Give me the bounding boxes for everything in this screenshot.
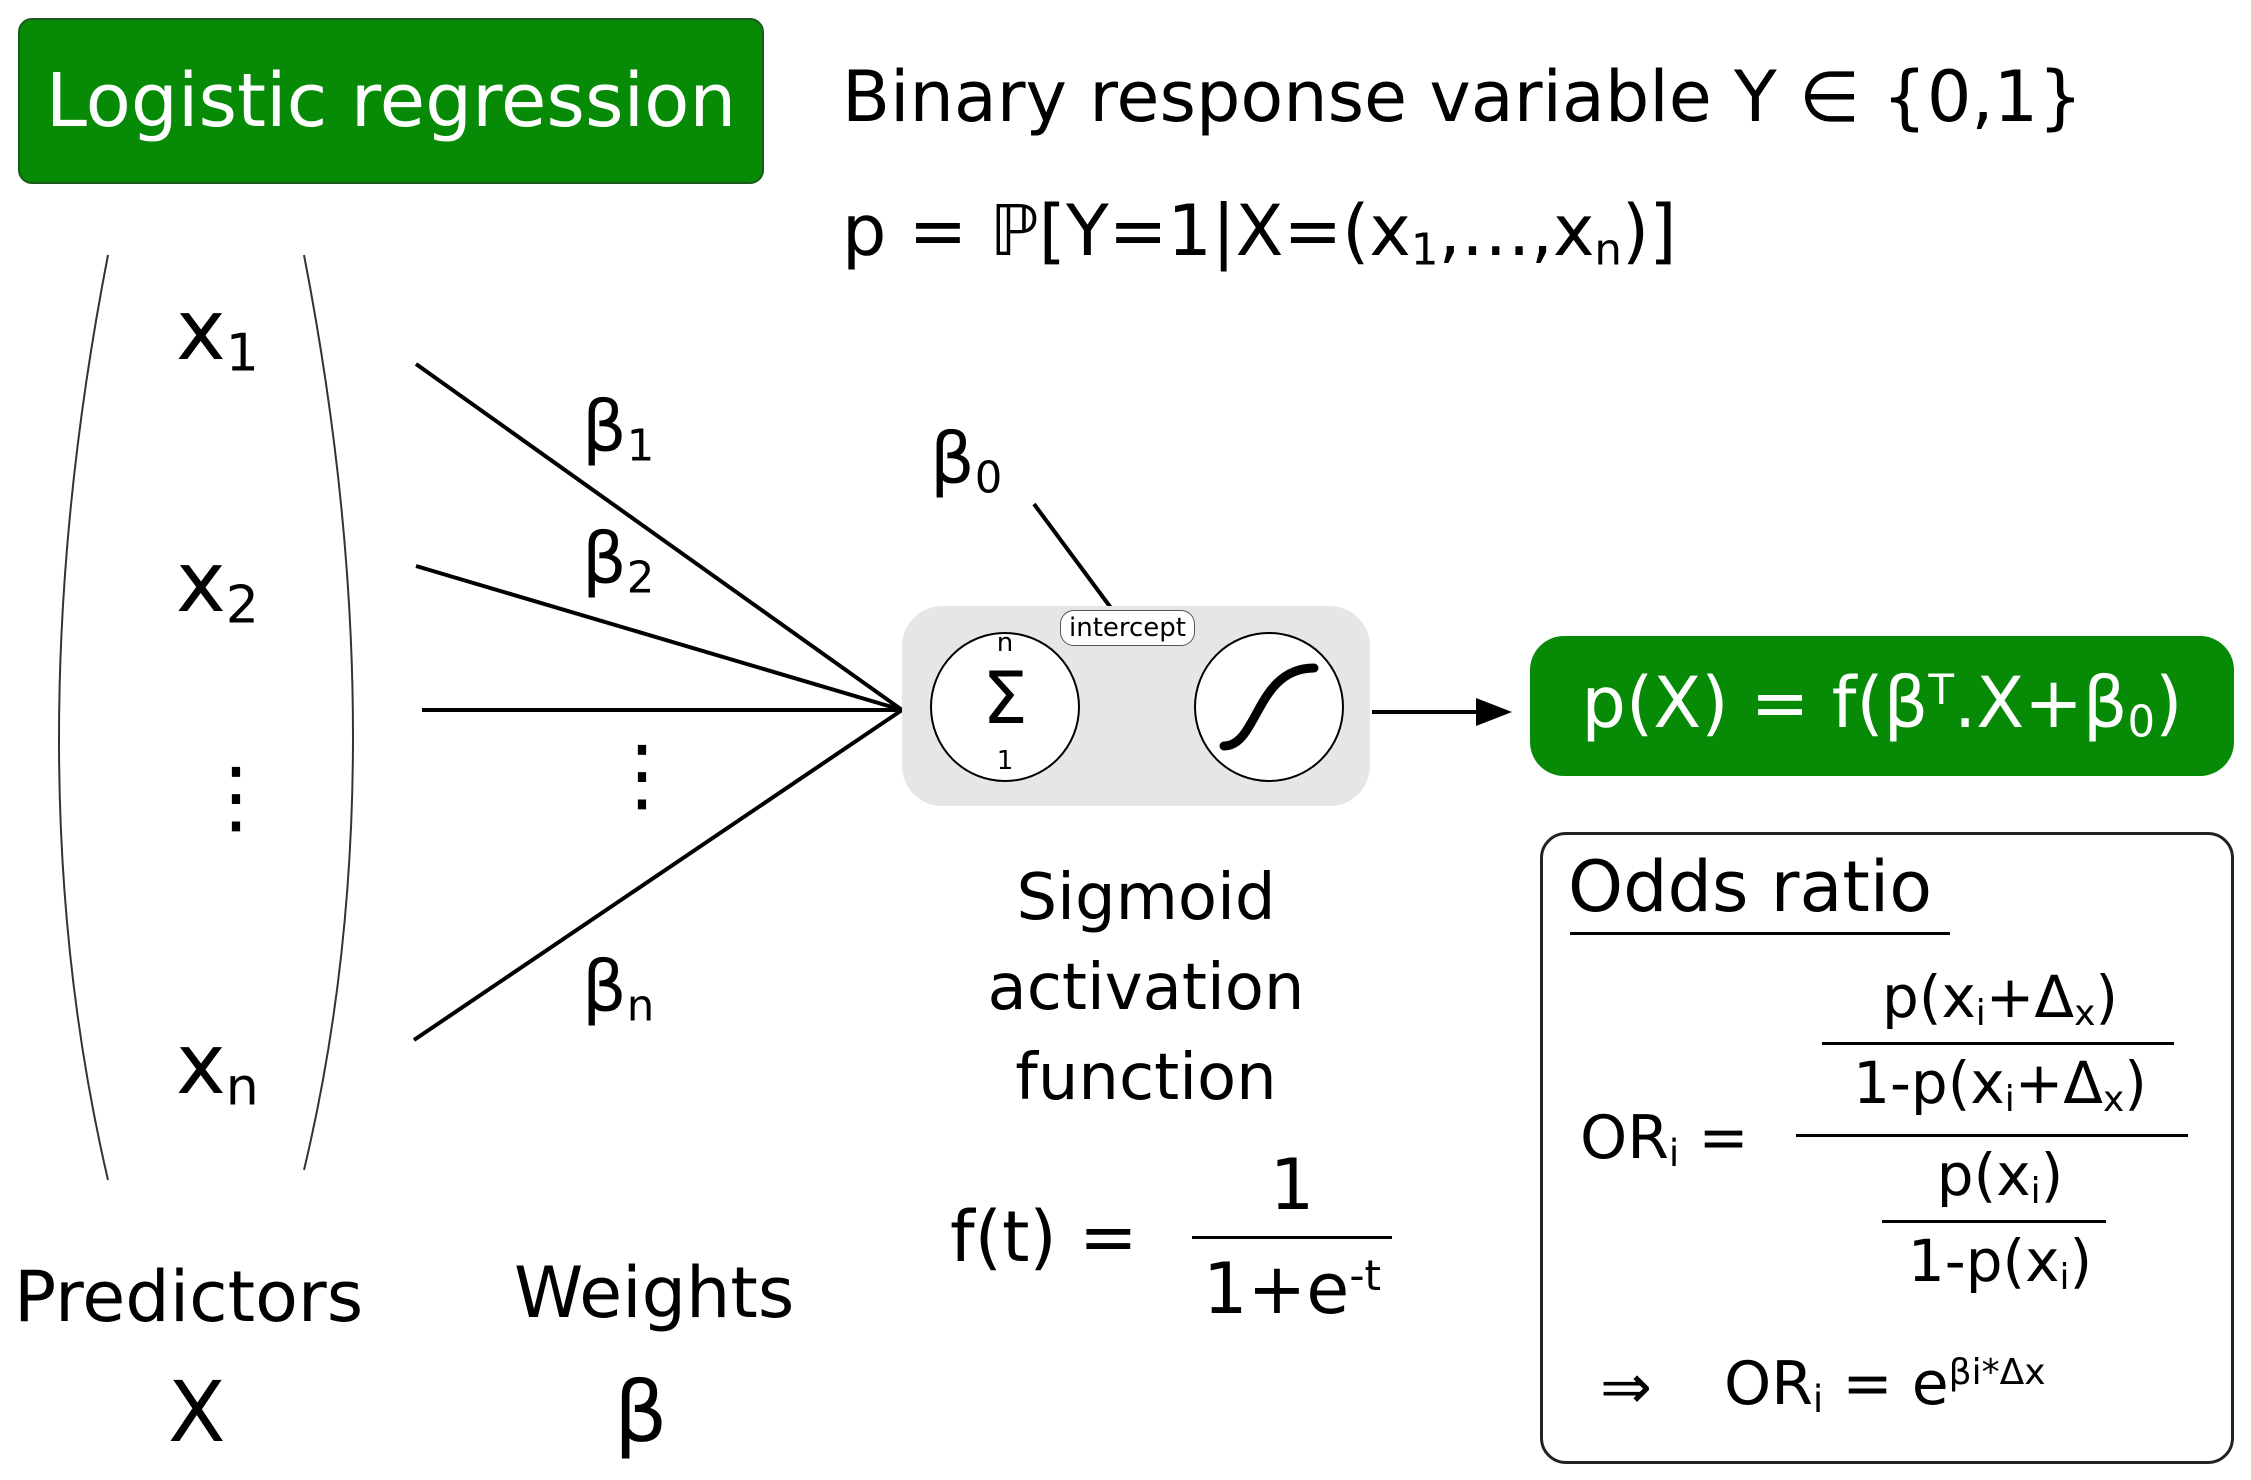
odds-den-bottom: 1-p(xi) bbox=[1907, 1227, 2093, 1298]
sigmoid-node bbox=[1194, 632, 1344, 782]
summation-upper: n bbox=[996, 628, 1014, 658]
odds-ratio-title: Odds ratio bbox=[1568, 846, 1933, 928]
activation-label-line1: Sigmoid bbox=[1016, 861, 1276, 935]
odds-ratio-lhs: ORi = bbox=[1580, 1103, 1749, 1176]
odds-den-top: p(xi) bbox=[1936, 1141, 2064, 1212]
sigmoid-denominator: 1+e-t bbox=[1203, 1248, 1381, 1330]
predictor-dots: ⋮ bbox=[196, 750, 276, 843]
weight-beta1: β1 bbox=[582, 386, 655, 472]
intercept-line bbox=[1032, 502, 1116, 614]
sigmoid-lhs: f(t) = bbox=[950, 1196, 1138, 1278]
binary-response-statement: Binary response variable Y ∈ {0,1} bbox=[842, 56, 2083, 138]
predictors-symbol: X bbox=[168, 1363, 226, 1461]
odds-num-top: p(xi+Δx) bbox=[1882, 963, 2118, 1034]
intercept-beta0: β0 bbox=[930, 418, 1003, 504]
activation-label-line3: function bbox=[1015, 1041, 1277, 1115]
odds-main-fraction-bar bbox=[1796, 1134, 2188, 1137]
predictors-label: Predictors bbox=[14, 1256, 364, 1338]
left-bracket bbox=[58, 254, 109, 1181]
output-arrow-head bbox=[1476, 698, 1512, 726]
probability-definition: p = ℙ[Y=1|X=(x1,…,xn)] bbox=[842, 190, 1677, 276]
odds-num-bottom: 1-p(xi+Δx) bbox=[1853, 1049, 2147, 1120]
weight-line-1 bbox=[414, 362, 904, 712]
model-output-formula: p(X) = f(βT.X+β0) bbox=[1581, 661, 2183, 748]
sigma-icon: Σ bbox=[982, 656, 1028, 740]
model-output-box: p(X) = f(βT.X+β0) bbox=[1530, 636, 2234, 776]
odds-ratio-exponential: ORi = eβi*Δx bbox=[1724, 1349, 2046, 1422]
summation-lower: 1 bbox=[996, 746, 1014, 776]
weight-line-2 bbox=[415, 564, 903, 712]
odds-ratio-box bbox=[1540, 832, 2234, 1464]
predictor-x1: x1 bbox=[176, 281, 259, 384]
weight-dots: ⋮ bbox=[602, 728, 682, 821]
weight-line-n bbox=[412, 708, 904, 1042]
sigmoid-curve-icon bbox=[1219, 663, 1319, 751]
predictor-x2: x2 bbox=[176, 533, 259, 636]
activation-label-line2: activation bbox=[987, 951, 1305, 1025]
weights-label: Weights bbox=[514, 1252, 795, 1334]
predictor-xn: xn bbox=[176, 1015, 259, 1118]
diagram-title: Logistic regression bbox=[45, 58, 737, 144]
right-bracket bbox=[303, 254, 354, 1171]
odds-den-fraction-bar bbox=[1882, 1220, 2106, 1223]
weight-beta2: β2 bbox=[582, 518, 655, 604]
odds-ratio-title-underline bbox=[1570, 932, 1950, 935]
odds-num-fraction-bar bbox=[1822, 1042, 2174, 1045]
sigmoid-numerator: 1 bbox=[1269, 1144, 1315, 1226]
weights-symbol: β bbox=[614, 1363, 668, 1461]
summation-node bbox=[930, 632, 1080, 782]
title-box: Logistic regression bbox=[18, 18, 764, 184]
implies-icon: ⇒ bbox=[1600, 1350, 1652, 1423]
intercept-tag: intercept bbox=[1060, 610, 1195, 646]
weight-betan: βn bbox=[582, 946, 655, 1032]
sigmoid-fraction-bar bbox=[1192, 1236, 1392, 1239]
